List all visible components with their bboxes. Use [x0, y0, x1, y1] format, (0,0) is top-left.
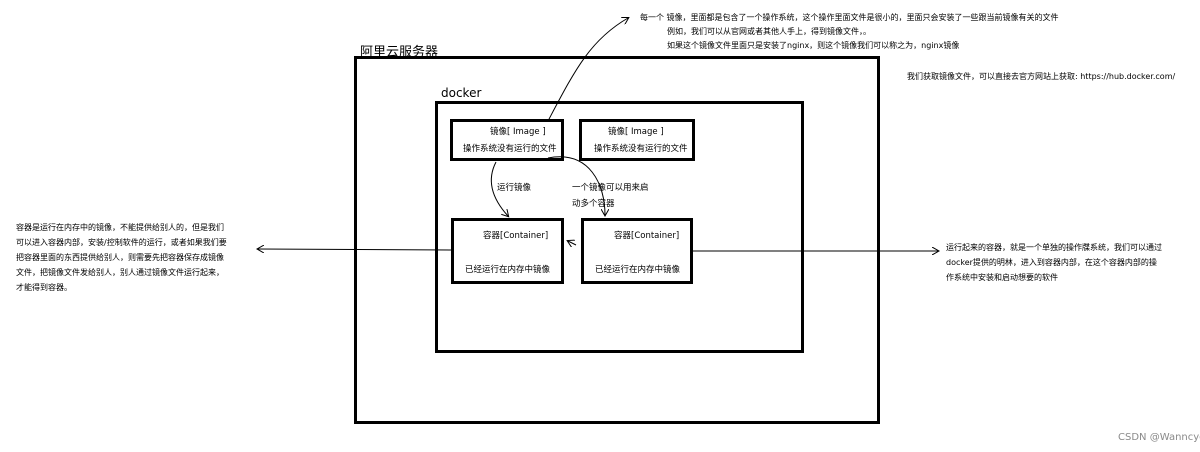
- container-left-note-line: 文件，把镜像文件发给别人，别人通过镜像文件运行起来，: [16, 268, 224, 277]
- image-box-2: [579, 119, 695, 161]
- container-1-desc: 已经运行在内存中镜像: [465, 265, 551, 275]
- run-image-label: 运行镜像: [497, 183, 532, 193]
- image-note-line: 每一个 镜像，里面都是包含了一个操作系统，这个操作里面文件是很小的，里面只会安装…: [640, 13, 1059, 22]
- image-1-title: 镜像[ Image ]: [490, 127, 546, 137]
- watermark: CSDN @Wanncye: [1118, 432, 1200, 443]
- image-box-1: [450, 119, 564, 161]
- container-right-note-line: 作系统中安装和启动想要的软件: [946, 273, 1058, 282]
- container-2-title: 容器[Container]: [614, 231, 680, 241]
- arrow-container-to-left-note: [258, 249, 452, 250]
- image-note-line: 如果这个镜像文件里面只是安装了nginx，则这个镜像我们可以称之为，nginx镜…: [667, 41, 960, 50]
- hub-note: 我们获取镜像文件，可以直接去官方网站上获取: https://hub.docke…: [907, 72, 1176, 81]
- arrow-run-image: [491, 161, 508, 216]
- image-note-line: 例如，我们可以从官网或者其他人手上，得到镜像文件，。: [667, 27, 871, 36]
- container-left-note-line: 容器是运行在内存中的镜像，不能提供给别人的，但是我们: [16, 223, 224, 232]
- server-box: [354, 56, 880, 424]
- arrow-image-to-container-2: [547, 156, 605, 215]
- image-2-desc: 操作系统没有运行的文件: [594, 144, 688, 154]
- container-left-note-line: 把容器里面的东西提供给别人，则需要先把容器保存成镜像: [16, 253, 224, 262]
- image-note: 每一个 镜像，里面都是包含了一个操作系统，这个操作里面文件是很小的，里面只会安装…: [640, 11, 1059, 53]
- arrow-image-to-note: [547, 18, 628, 122]
- container-box-1: [451, 218, 564, 284]
- container-left-note: 容器是运行在内存中的镜像，不能提供给别人的，但是我们 可以进入容器内部，安装/控…: [16, 220, 227, 295]
- container-right-note-line: docker提供的明林，进入到容器内部，在这个容器内部的操: [946, 258, 1157, 267]
- container-box-2: [581, 218, 693, 284]
- container-left-note-line: 才能得到容器。: [16, 283, 72, 292]
- docker-box: [435, 101, 804, 353]
- container-1-title: 容器[Container]: [483, 231, 549, 241]
- container-left-note-line: 可以进入容器内部，安装/控制软件的运行，或者如果我们要: [16, 238, 227, 247]
- container-2-desc: 已经运行在内存中镜像: [595, 265, 681, 275]
- docker-title: docker: [441, 86, 482, 100]
- one-image-many-label: 一个镜像可以用来启 动多个容器: [572, 183, 649, 209]
- server-title: 阿里云服务器: [360, 45, 439, 60]
- container-right-note-line: 运行起来的容器，就是一个单独的操作牒系统，我们可以通过: [946, 243, 1162, 252]
- image-2-title: 镜像[ Image ]: [608, 127, 664, 137]
- container-right-note: 运行起来的容器，就是一个单独的操作牒系统，我们可以通过 docker提供的明林，…: [946, 240, 1162, 285]
- arrow-container-2-to-1: [568, 241, 577, 245]
- image-1-desc: 操作系统没有运行的文件: [463, 144, 557, 154]
